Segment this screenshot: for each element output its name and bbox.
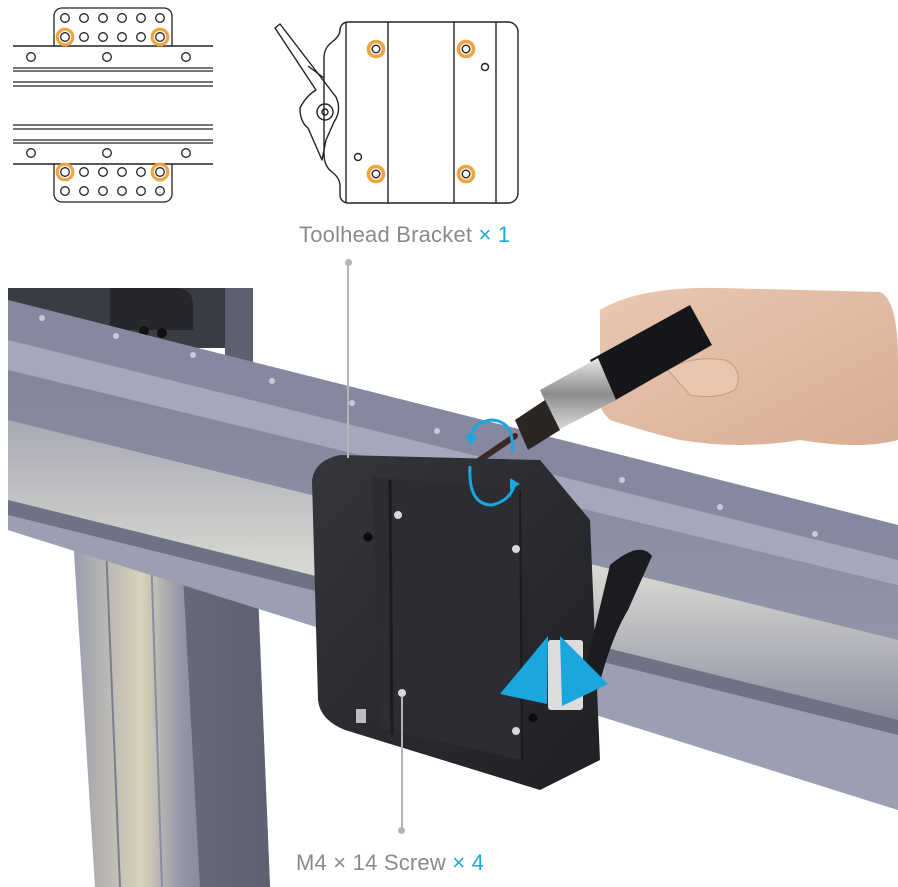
rail-mounting-diagram bbox=[0, 0, 230, 210]
toolhead-bracket-label: Toolhead Bracket × 1 bbox=[299, 224, 510, 246]
triangle-marker-icon bbox=[500, 636, 608, 706]
latch-lever bbox=[585, 549, 652, 690]
clockwise-rotation-icon bbox=[468, 418, 517, 507]
toolhead-bracket bbox=[312, 455, 652, 790]
bracket-quantity: × 1 bbox=[478, 222, 511, 247]
screw-leader-dot bbox=[398, 827, 405, 834]
highlight-ring-icon bbox=[366, 39, 476, 184]
screw-label: M4 × 14 Screw × 4 bbox=[296, 852, 484, 874]
bracket-leader-line bbox=[347, 262, 349, 458]
assembly-photo bbox=[0, 284, 898, 887]
assembly-photo-render bbox=[8, 287, 898, 887]
screw-quantity: × 4 bbox=[452, 850, 485, 875]
screw-leader-line bbox=[401, 696, 403, 830]
toolhead-bracket-diagram bbox=[260, 0, 530, 210]
highlight-ring-icon bbox=[55, 27, 170, 182]
bracket-label-text: Toolhead Bracket bbox=[299, 222, 473, 247]
screw-label-text: M4 × 14 Screw bbox=[296, 850, 446, 875]
rail-screw-heads bbox=[39, 315, 818, 537]
bracket-diagram-drawing bbox=[274, 21, 519, 204]
rail-diagram-drawing bbox=[13, 7, 213, 203]
